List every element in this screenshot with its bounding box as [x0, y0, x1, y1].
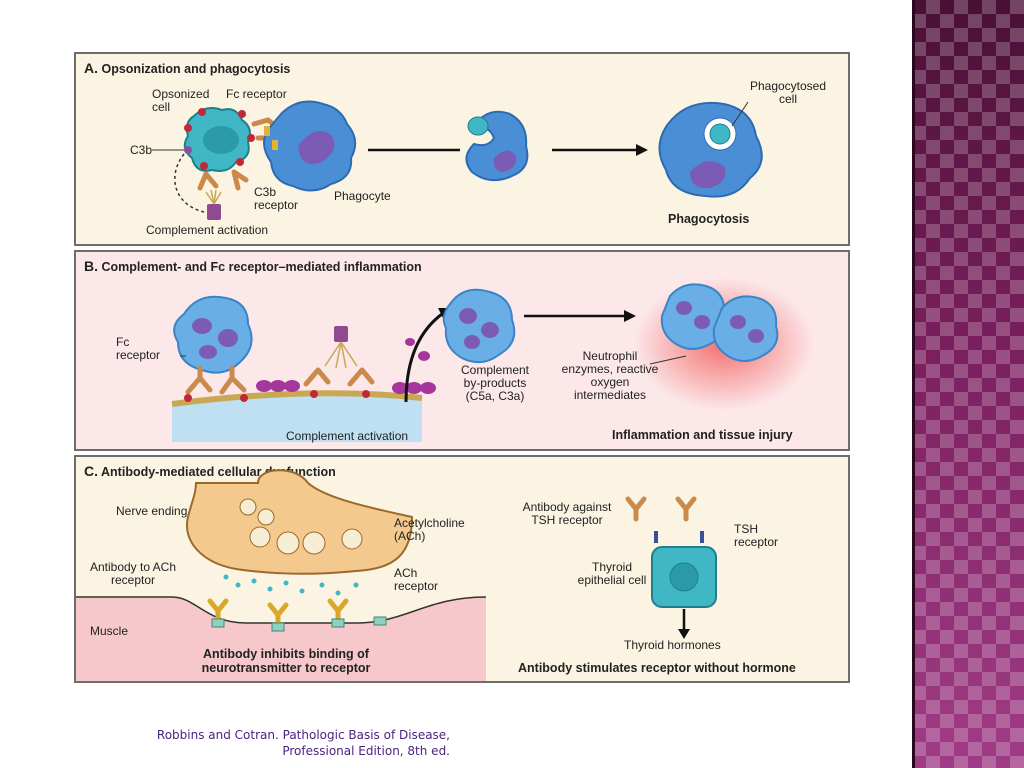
caption-antibody-stimulates: Antibody stimulates receptor without hor…: [518, 661, 796, 675]
caption-antibody-inhibits: Antibody inhibits binding of neurotransm…: [201, 647, 371, 675]
decorative-side-band: [912, 0, 1024, 768]
nerve-ending: [185, 469, 414, 575]
panel-cellular-dysfunction: C. Antibody-mediated cellular dysfunctio…: [74, 455, 850, 683]
label-c3b: C3b: [130, 143, 153, 157]
label-fc-receptor-b: Fc receptor: [116, 335, 161, 362]
muscle-tissue: [76, 597, 486, 681]
label-antibody-to-ach: Antibody to ACh receptor: [89, 560, 177, 587]
label-opsonized-cell: Opsonized cell: [152, 87, 210, 114]
label-phagocytosed-cell: Phagocytosed cell: [749, 79, 827, 106]
panel-b-title: B. Complement- and Fc receptor–mediated …: [84, 258, 422, 274]
side-band-edge: [912, 0, 915, 768]
panel-a-illustration: [152, 100, 763, 220]
label-muscle: Muscle: [90, 624, 129, 638]
label-tsh-receptor: TSH receptor: [734, 522, 779, 549]
label-thyroid-hormones: Thyroid hormones: [624, 638, 721, 652]
label-acetylcholine: Acetylcholine (ACh): [394, 516, 465, 543]
panel-c-illustration: [76, 469, 717, 681]
immune-mechanism-figure: A. Opsonization and phagocytosis: [74, 52, 850, 683]
label-neutrophil-enzymes: Neutrophil enzymes, reactive oxygen inte…: [561, 349, 659, 402]
tissue-membrane: [172, 393, 422, 442]
caption-phagocytosis: Phagocytosis: [668, 212, 750, 226]
label-complement-activation: Complement activation: [146, 223, 269, 237]
citation-line-1: Robbins and Cotran. Pathologic Basis of …: [156, 728, 450, 742]
panel-inflammation: B. Complement- and Fc receptor–mediated …: [74, 250, 850, 451]
label-complement-activation-b: Complement activation: [286, 429, 409, 443]
citation-line-2: Professional Edition, 8th ed.: [282, 744, 450, 758]
phagocyte-with-ingested-cell: [658, 101, 763, 198]
panel-opsonization: A. Opsonization and phagocytosis: [74, 52, 850, 246]
label-c3b-receptor: C3b receptor: [254, 185, 299, 212]
label-ach-receptor: ACh receptor: [394, 566, 439, 593]
label-complement-byproducts: Complement by-products (C5a, C3a): [460, 363, 530, 403]
label-phagocyte: Phagocyte: [334, 189, 391, 203]
panel-a-title: A. Opsonization and phagocytosis: [84, 60, 291, 76]
label-thyroid-cell: Thyroid epithelial cell: [577, 560, 647, 587]
citation: Robbins and Cotran. Pathologic Basis of …: [140, 727, 450, 759]
label-nerve-ending: Nerve ending: [116, 504, 188, 518]
panel-b-illustration: [171, 278, 814, 442]
caption-inflammation: Inflammation and tissue injury: [612, 428, 793, 442]
label-fc-receptor: Fc receptor: [226, 87, 287, 101]
label-antibody-against-tsh: Antibody against TSH receptor: [522, 500, 612, 527]
